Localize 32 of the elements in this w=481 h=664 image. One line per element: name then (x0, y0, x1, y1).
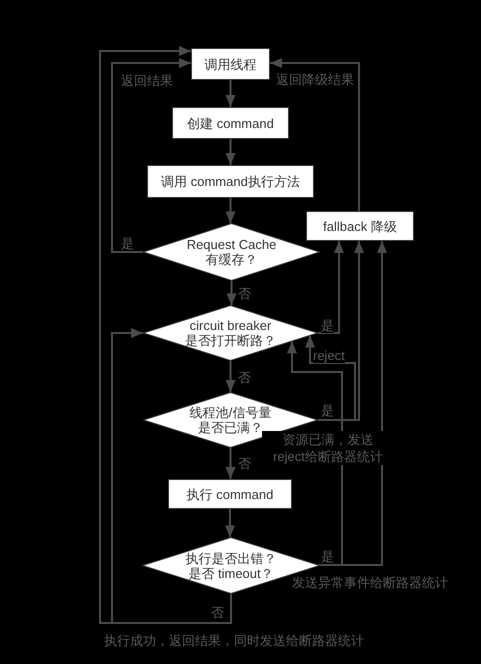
arrow (226, 80, 236, 107)
arrow (226, 361, 236, 392)
process-box: 执行 command (168, 479, 292, 509)
edge-label: 执行成功，返回结果，同时发送给断路器统计 (104, 633, 364, 648)
edge-label: 是 (321, 318, 334, 333)
annotation-text: 返回结果 (121, 72, 173, 89)
arrow (111, 328, 232, 624)
arrow (226, 139, 236, 165)
process-box: fallback 降级 (306, 211, 414, 241)
arrow (226, 198, 236, 224)
edge-label: reject (313, 348, 345, 363)
arrow (226, 281, 236, 306)
arrow (225, 509, 235, 538)
edge-label: 是 (121, 236, 134, 251)
process-box: 调用 command执行方法 (147, 165, 314, 198)
edge-label: 否 (238, 370, 251, 385)
arrow (305, 336, 356, 421)
arrow (318, 241, 344, 334)
edge-label: 否 (238, 456, 251, 471)
arrow (226, 448, 236, 479)
process-box: 调用线程 (191, 48, 270, 80)
decision-diamond: Request Cache 有缓存？ (143, 223, 320, 281)
arrow (270, 58, 360, 211)
edge-label: 发送异常事件给断路器统计 (292, 575, 448, 590)
edge-label: 否 (238, 286, 251, 301)
edge-label: 是 (321, 549, 334, 564)
arrow (111, 58, 191, 253)
edge-label: 否 (211, 605, 224, 620)
arrow (287, 341, 343, 566)
process-box: 创建 command (172, 107, 289, 139)
edge-label: 返回降级结果 (276, 72, 354, 87)
edge-label: 是 (321, 403, 334, 418)
